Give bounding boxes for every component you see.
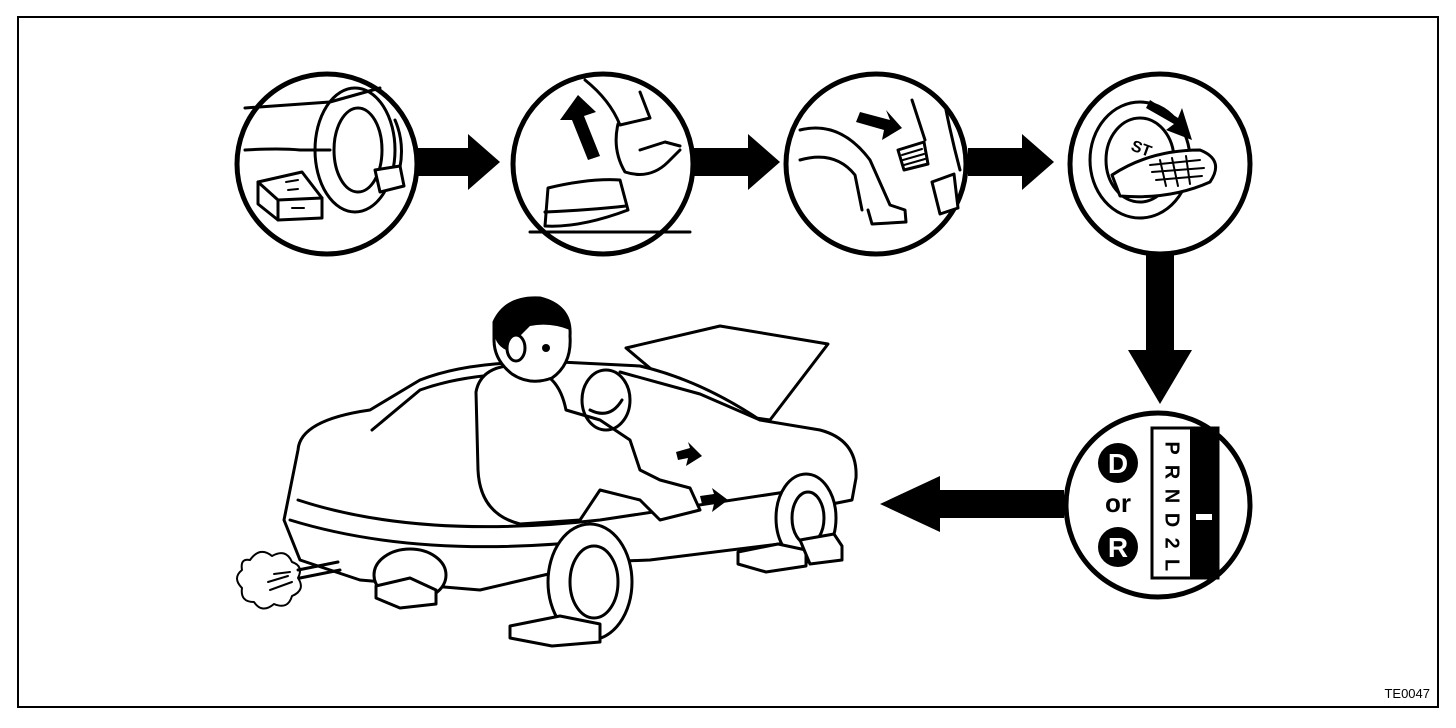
wheel-chock-icon: [243, 86, 406, 222]
step-2-parking-brake-circle: [510, 71, 696, 257]
step-arrow-2: [694, 134, 780, 190]
gear-option-d: D: [1108, 448, 1128, 479]
gear-gate-d: D: [1161, 513, 1183, 527]
gear-gate-indicator: [1196, 514, 1212, 520]
step-4-ignition-key-circle: ST: [1067, 71, 1253, 257]
gear-option-joiner: or: [1105, 488, 1131, 518]
gear-gate-l: L: [1161, 559, 1183, 571]
scene-wheel-chocks: [374, 532, 844, 648]
gear-gate-slot: [1190, 428, 1218, 578]
step-arrow-3: [968, 134, 1054, 190]
car-stall-test-icon: [236, 296, 858, 648]
exhaust-smoke: [236, 550, 342, 610]
gear-selector-icon: D or R P R N D 2 L: [1098, 426, 1220, 580]
figure-code-label: TE0047: [1384, 686, 1430, 701]
gear-option-r: R: [1108, 532, 1128, 563]
parking-brake-icon: [528, 78, 692, 234]
gear-gate-2: 2: [1161, 537, 1183, 548]
driver-figure: [474, 296, 728, 526]
step-arrow-1: [418, 134, 500, 190]
ignition-start-label: ST: [1129, 138, 1154, 161]
brake-pedal-icon: [798, 98, 962, 226]
gear-gate-r: R: [1161, 465, 1183, 480]
step-1-wheel-chock-circle: [234, 71, 420, 257]
step-arrow-4-down: [1128, 252, 1192, 404]
ignition-key-icon: ST: [1088, 100, 1218, 220]
step-3-brake-pedal-circle: [783, 71, 969, 257]
step-5-gear-selector-circle: D or R P R N D 2 L: [1063, 410, 1253, 600]
step-arrow-5-left: [880, 476, 1064, 532]
gear-gate-letters: P R N D 2 L: [1161, 441, 1183, 571]
figure-border: [17, 16, 1439, 708]
gear-gate-n: N: [1161, 489, 1183, 503]
gear-gate-p: P: [1161, 441, 1183, 454]
